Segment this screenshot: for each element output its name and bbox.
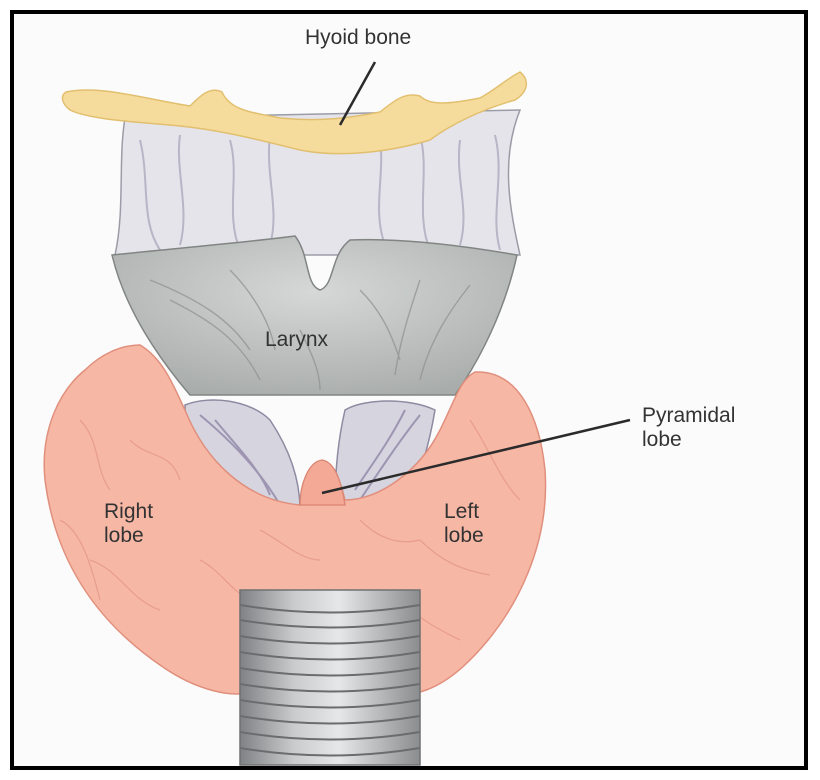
left-lobe-text-line2: lobe	[444, 524, 534, 548]
label-right-lobe: Right lobe	[104, 500, 194, 548]
label-pyramidal-lobe: Pyramidal lobe	[642, 404, 792, 452]
right-lobe-text-line1: Right	[104, 500, 194, 524]
left-lobe-text-line1: Left	[444, 500, 534, 524]
pyramidal-text-line2: lobe	[642, 428, 792, 452]
pyramidal-text-line1: Pyramidal	[642, 404, 792, 428]
hyoid-bone-text: Hyoid bone	[305, 26, 411, 49]
label-left-lobe: Left lobe	[444, 500, 534, 548]
right-lobe-text-line2: lobe	[104, 524, 194, 548]
label-hyoid-bone: Hyoid bone	[305, 26, 475, 50]
label-larynx: Larynx	[265, 328, 385, 352]
trachea	[240, 590, 420, 765]
larynx-text: Larynx	[265, 328, 328, 351]
larynx-shape	[112, 236, 517, 395]
